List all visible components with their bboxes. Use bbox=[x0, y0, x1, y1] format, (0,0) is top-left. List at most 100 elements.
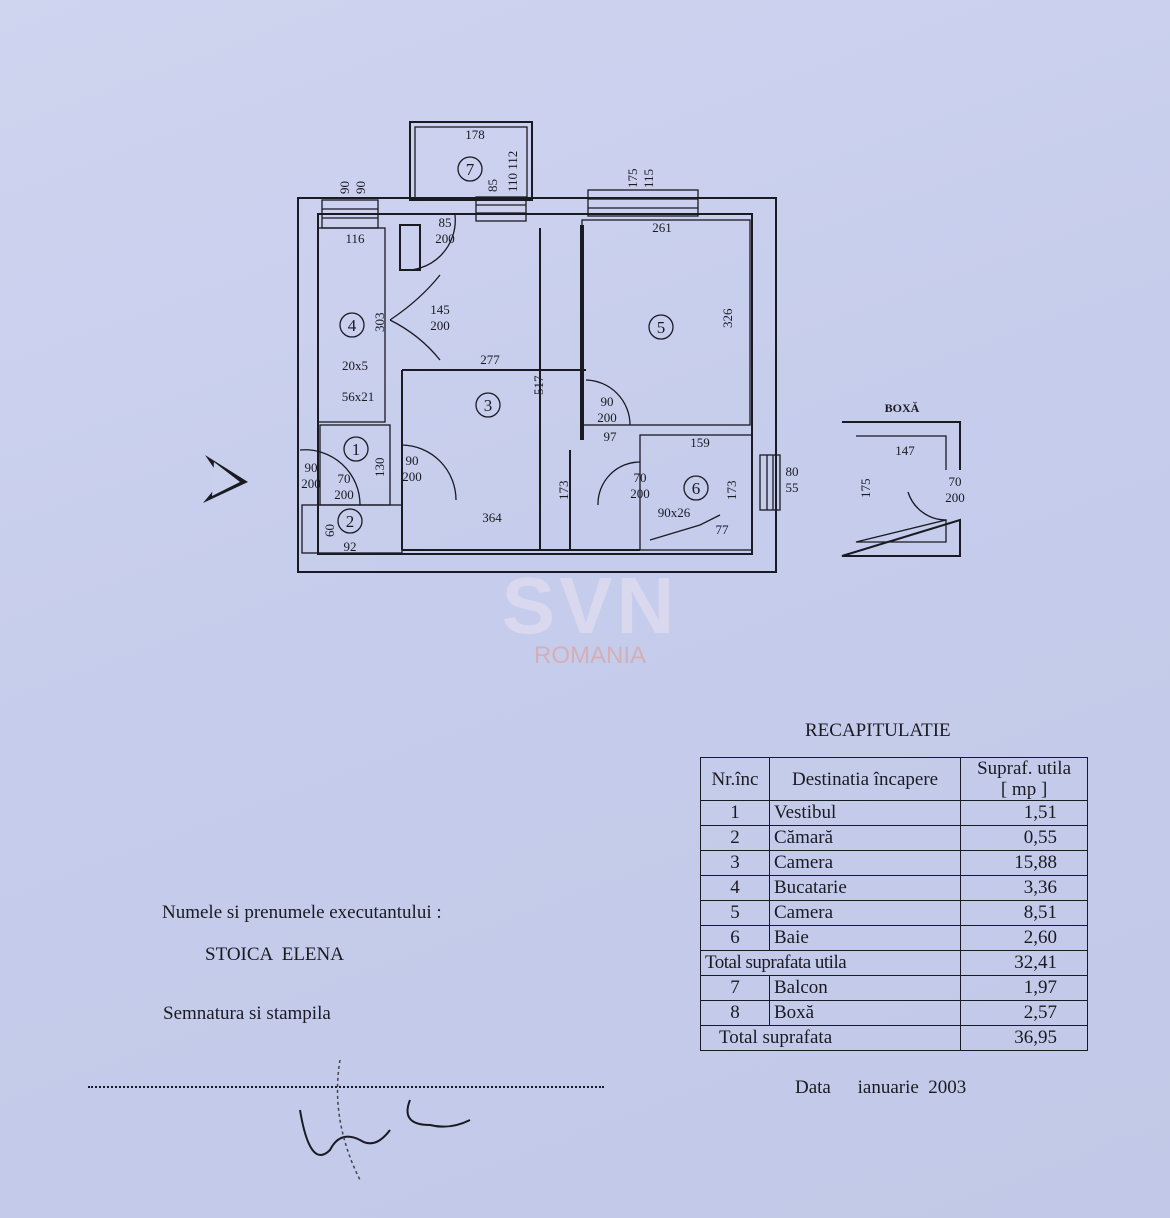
room-3-walls bbox=[401, 228, 640, 551]
bathtub-mark bbox=[649, 514, 721, 541]
signature-label: Semnatura si stampila bbox=[163, 1003, 331, 1024]
cell-nr: 4 bbox=[700, 875, 770, 901]
cell-area: 0,55 bbox=[960, 825, 1088, 851]
svg-text:7: 7 bbox=[466, 160, 475, 179]
room-6-bath bbox=[639, 434, 753, 551]
svg-text:147: 147 bbox=[895, 443, 915, 458]
window-right bbox=[587, 189, 699, 217]
cell-area: 1,97 bbox=[960, 975, 1088, 1001]
svg-text:3: 3 bbox=[484, 396, 493, 415]
door-balcony bbox=[399, 214, 456, 271]
svg-text:77: 77 bbox=[716, 522, 730, 537]
cell-nr: 5 bbox=[700, 900, 770, 926]
cell-area: 1,51 bbox=[960, 800, 1088, 826]
room-number-3: 3 bbox=[475, 392, 501, 418]
svg-text:178: 178 bbox=[465, 127, 485, 142]
svg-text:55: 55 bbox=[786, 480, 799, 495]
storage-box-plan: BOXĂ 147 175 70 200 bbox=[841, 401, 965, 557]
svg-text:200: 200 bbox=[597, 410, 617, 425]
entrance-arrow-inner bbox=[212, 462, 240, 496]
cell-name: Baie bbox=[768, 925, 962, 951]
cell-nr: 1 bbox=[700, 800, 770, 826]
svg-text:90: 90 bbox=[406, 453, 419, 468]
svg-text:90: 90 bbox=[601, 394, 614, 409]
cell-area: 2,57 bbox=[960, 1000, 1088, 1026]
cell-name: Cămară bbox=[768, 825, 962, 851]
cell-nr: 6 bbox=[700, 925, 770, 951]
svg-text:1: 1 bbox=[352, 440, 361, 459]
total-area: 36,95 bbox=[960, 1025, 1088, 1051]
svg-text:5: 5 bbox=[657, 318, 666, 337]
svg-text:115: 115 bbox=[641, 169, 656, 188]
svg-text:85: 85 bbox=[485, 179, 500, 192]
svg-text:70: 70 bbox=[338, 471, 351, 486]
svg-text:517: 517 bbox=[531, 375, 546, 395]
dimension-labels: 178 85 110 112 85 200 90 90 175 115 116 … bbox=[301, 127, 798, 554]
svg-text:175: 175 bbox=[625, 169, 640, 189]
cell-nr: 2 bbox=[700, 825, 770, 851]
room-number-1: 1 bbox=[343, 436, 369, 462]
date-label: Data bbox=[795, 1077, 831, 1098]
cell-nr: 7 bbox=[700, 975, 770, 1001]
svg-text:6: 6 bbox=[692, 479, 701, 498]
room-number-4: 4 bbox=[339, 312, 365, 338]
room-number-6: 6 bbox=[683, 475, 709, 501]
svg-text:364: 364 bbox=[482, 510, 502, 525]
watermark-subtitle: ROMANIA bbox=[533, 642, 646, 669]
signature-stamp bbox=[299, 1059, 471, 1181]
svg-text:145: 145 bbox=[430, 302, 450, 317]
svg-text:200: 200 bbox=[334, 487, 354, 502]
executor-name: STOICA ELENA bbox=[205, 944, 344, 965]
cell-area: 15,88 bbox=[960, 850, 1088, 876]
door-kitchen bbox=[389, 274, 441, 361]
total-label: Total suprafata bbox=[699, 1025, 962, 1051]
window-bath bbox=[759, 454, 781, 511]
room-number-5: 5 bbox=[648, 314, 674, 340]
cell-area: 8,51 bbox=[960, 900, 1088, 926]
outer-wall bbox=[297, 197, 777, 573]
room-number-2: 2 bbox=[337, 508, 363, 534]
cell-name: Vestibul bbox=[768, 800, 962, 826]
cell-name: Bucatarie bbox=[768, 875, 962, 901]
svg-text:20x5: 20x5 bbox=[342, 358, 368, 373]
svg-text:70: 70 bbox=[634, 470, 647, 485]
door-room5 bbox=[585, 379, 631, 426]
cell-area: 2,60 bbox=[960, 925, 1088, 951]
cell-area: 3,36 bbox=[960, 875, 1088, 901]
svg-text:116: 116 bbox=[345, 231, 365, 246]
recap-table: Nr.înc Destinatia încapere Supraf. utila… bbox=[699, 757, 1088, 1051]
svg-text:90: 90 bbox=[305, 460, 318, 475]
room-4-kitchen bbox=[317, 227, 386, 423]
cell-nr: 8 bbox=[700, 1000, 770, 1026]
header-area-unit: [ mp ] bbox=[1000, 779, 1048, 800]
svg-text:303: 303 bbox=[372, 313, 387, 333]
balcony-inner bbox=[414, 126, 528, 201]
svg-text:173: 173 bbox=[724, 481, 739, 501]
cell-name: Balcon bbox=[768, 975, 962, 1001]
svg-text:200: 200 bbox=[430, 318, 450, 333]
subtotal-label: Total suprafata utila bbox=[699, 950, 962, 976]
wall-block bbox=[399, 224, 421, 271]
svg-text:56x21: 56x21 bbox=[342, 389, 375, 404]
svg-text:BOXĂ: BOXĂ bbox=[885, 401, 920, 415]
svg-text:92: 92 bbox=[344, 539, 357, 554]
svg-text:326: 326 bbox=[720, 308, 735, 328]
svg-text:80: 80 bbox=[786, 464, 799, 479]
door-room3 bbox=[401, 444, 457, 501]
svg-text:97: 97 bbox=[604, 429, 618, 444]
door-entry bbox=[299, 449, 361, 506]
window-balcony bbox=[475, 196, 527, 222]
svg-text:110 112: 110 112 bbox=[505, 151, 520, 192]
cell-name: Boxă bbox=[768, 1000, 962, 1026]
svg-text:159: 159 bbox=[690, 435, 710, 450]
subtotal-area: 32,41 bbox=[960, 950, 1088, 976]
